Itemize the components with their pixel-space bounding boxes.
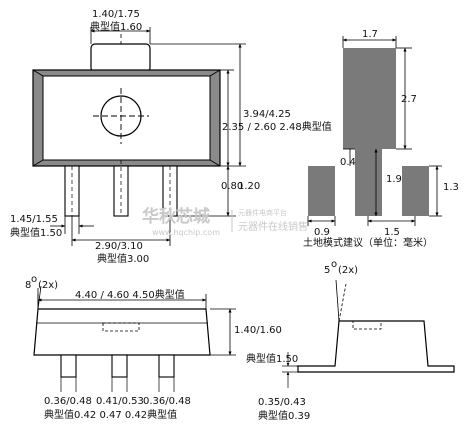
watermark-slogan-2: 元器件在线销售 [238,220,308,233]
front-view: 8 o (2x) 4.40 / 4.60 4.50典型值 1.40/1.60 0… [25,274,282,421]
front-view-tab-hidden [102,322,140,332]
front-height-typ-label: 典型值1.50 [246,352,298,365]
land-tab-width-label: 1.7 [362,29,378,40]
land-pad-3 [402,166,429,216]
side-thickness-typ-label: 典型值0.39 [258,409,310,422]
lead-width-label: 1.45/1.55 [10,214,58,225]
lead-width-typ-label: 典型值1.50 [10,226,62,239]
land-pattern: 1.7 2.7 0.4 1.9 1.3 0.9 1.5 土地模式建议（单位：毫米… [303,29,459,249]
pitch-typ-label: 典型值3.00 [97,252,149,265]
lead-width-typ-label: 典型值0.42 0.47 0.42典型值 [44,408,177,421]
land-pad-2 [355,149,382,216]
side-view: 5 o (2x) 0.35/0.43 典型值0.39 [258,259,455,422]
lead-length-label: 0.80 [221,181,243,192]
land-center-height-label: 1.9 [386,174,402,185]
pitch-label: 2.90/3.10 [95,241,143,252]
lead-length-2-label: 1.20 [238,181,260,192]
land-gap-label: 0.4 [340,157,356,168]
height-range-label: 3.94/4.25 [243,109,291,120]
side-angle-count-label: (2x) [338,265,358,276]
front-lead-2 [111,354,128,378]
land-pad-width-label: 0.9 [314,227,330,238]
lead-width-1-label: 0.36/0.48 [44,396,92,407]
land-pad-pitch-label: 1.5 [384,227,400,238]
lead-width-2-label: 0.41/0.53 [96,396,144,407]
tab-width-label: 1.40/1.75 [92,9,140,20]
watermark-url: www.hqchip.com [152,228,220,237]
side-view-tab-hidden [352,320,382,330]
top-view: 1.40/1.75 典型值1.60 3.94/4.25 2.35 / 2.60 … [10,9,332,265]
land-side-height-label: 1.3 [443,182,459,193]
front-height-label: 1.40/1.60 [234,325,282,336]
body-height-label: 2.35 / 2.60 2.48典型值 [222,120,332,133]
front-length-label: 4.40 / 4.60 4.50典型值 [75,288,185,301]
land-pad-1 [308,166,335,216]
draft-angle-label: 8 [25,280,31,291]
watermark-slogan-1: 元器件电商平台 [238,208,287,217]
land-tab-height-label: 2.7 [401,94,417,105]
side-angle-label: 5 [324,265,330,276]
lead-width-3-label: 0.36/0.48 [143,396,191,407]
land-pattern-caption: 土地模式建议（单位：毫米） [303,236,433,249]
front-lead-3 [158,354,175,378]
draft-count-label: (2x) [38,280,58,291]
side-thickness-label: 0.35/0.43 [258,397,306,408]
watermark-brand: 华秋芯城 [142,206,210,227]
top-view-tab [90,43,151,73]
watermark: 华秋芯城 www.hqchip.com 元器件电商平台 元器件在线销售 [142,206,308,237]
draft-angle-degree: o [31,274,37,285]
tab-width-typ-label: 典型值1.60 [90,20,142,33]
front-view-body [33,308,211,356]
land-pad-tab [343,48,396,149]
front-lead-1 [60,354,77,378]
side-angle-degree: o [331,259,337,270]
